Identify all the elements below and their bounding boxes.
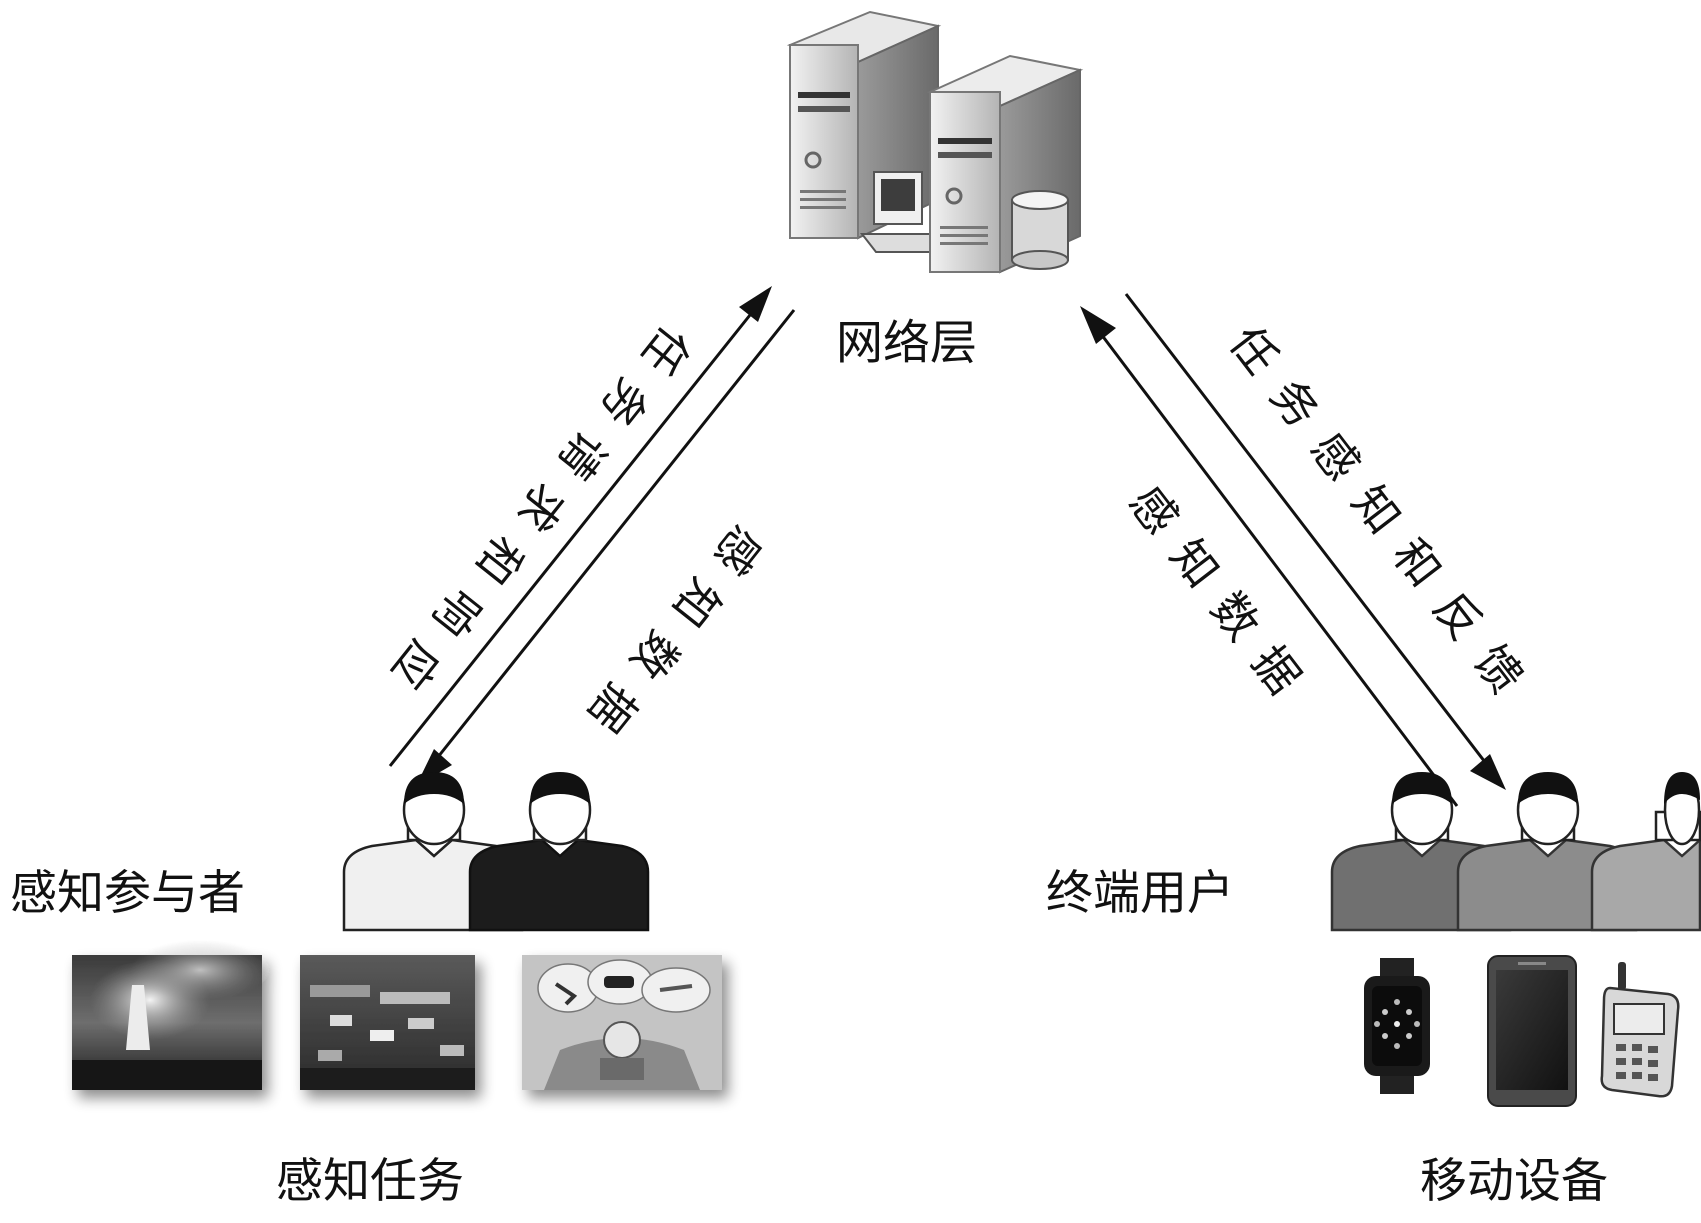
end-user-person-3 [1590,772,1701,932]
smartwatch-icon [1364,958,1430,1094]
arrow-task-sensing-feedback [1124,293,1506,790]
participant-person-dark [468,772,650,932]
server-icon [786,10,1084,274]
traffic-jam-photo [300,955,475,1090]
mobile-devices-label: 移动设备 [1420,1154,1608,1209]
network-layer-label: 网络层 [836,316,977,371]
arrow-sensing-data-right [1080,306,1459,807]
sensing-tasks-label: 感知任务 [276,1154,464,1209]
participants-label: 感知参与者 [10,866,245,921]
feature-phone-icon [1600,962,1680,1098]
arrow-task-request-response [388,286,772,767]
smartphone-icon [1487,955,1577,1107]
end-users-label: 终端用户 [1046,866,1234,921]
commuter-thoughts-photo [522,955,722,1090]
smoke-stack-photo [72,940,270,1090]
